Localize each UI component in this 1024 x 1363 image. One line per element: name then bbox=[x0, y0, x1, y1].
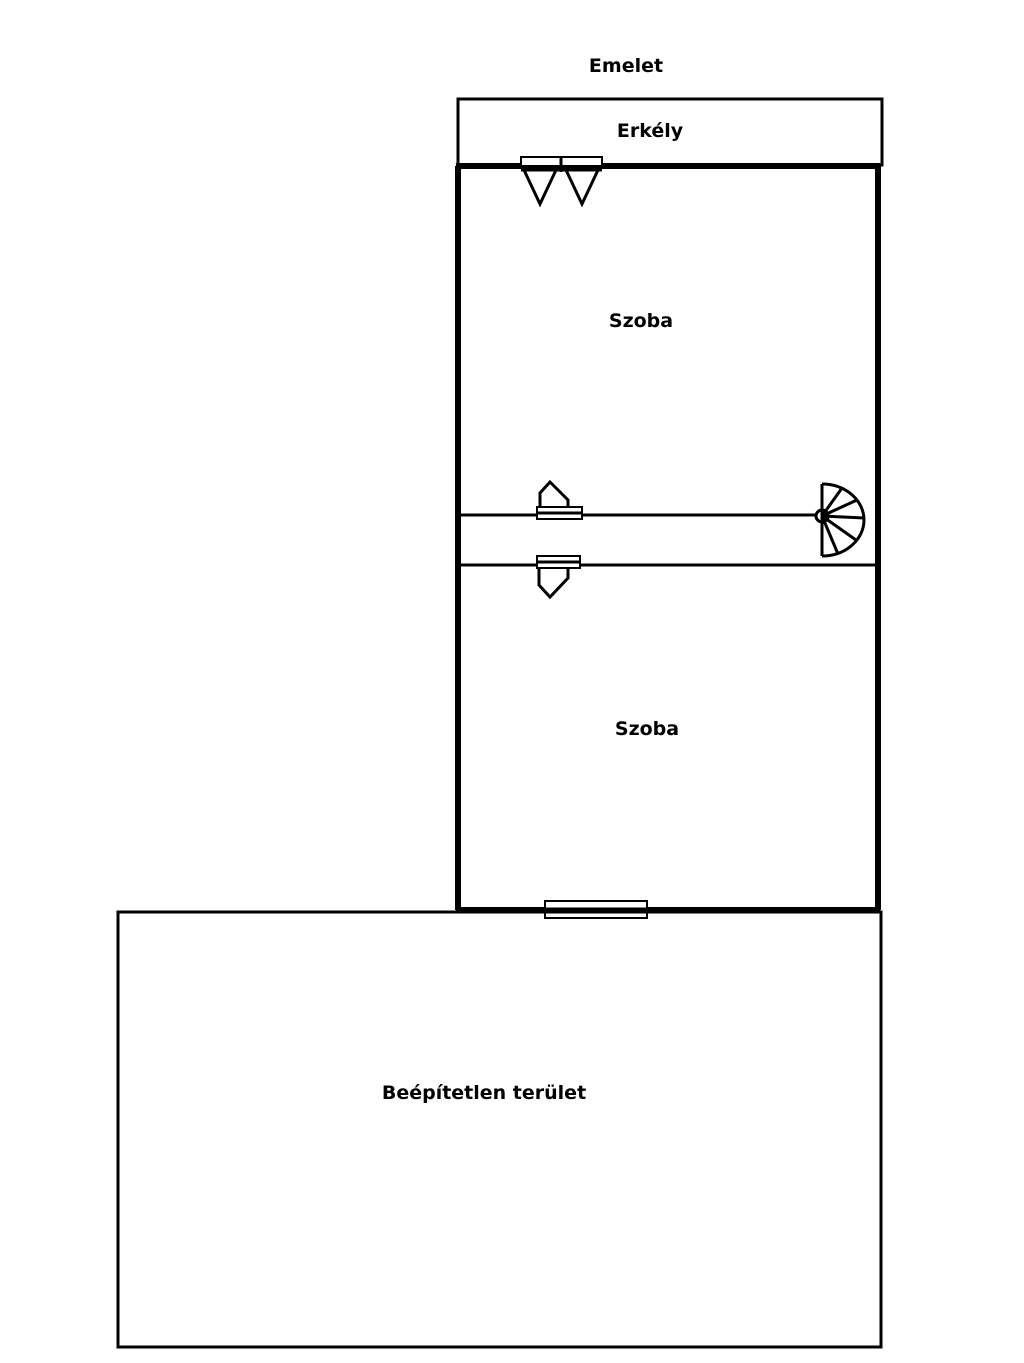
unbuilt-area-outline bbox=[116, 910, 883, 1349]
floor-title: Emelet bbox=[589, 55, 663, 77]
room-lower-label: Szoba bbox=[615, 718, 679, 740]
balcony-door-icon bbox=[520, 156, 603, 208]
lower-door-icon bbox=[536, 555, 581, 600]
unbuilt-area: Beépítetlen terület bbox=[116, 910, 883, 1349]
spiral-staircase-icon bbox=[814, 482, 866, 558]
unbuilt-area-label: Beépítetlen terület bbox=[382, 1082, 586, 1104]
balcony-label: Erkély bbox=[617, 120, 684, 142]
upper-door-icon bbox=[536, 479, 583, 520]
corridor bbox=[458, 513, 878, 567]
building-walls bbox=[455, 163, 881, 913]
balcony: Erkély bbox=[456, 97, 884, 167]
bottom-window-icon bbox=[544, 900, 648, 919]
room-upper-label: Szoba bbox=[609, 310, 673, 332]
